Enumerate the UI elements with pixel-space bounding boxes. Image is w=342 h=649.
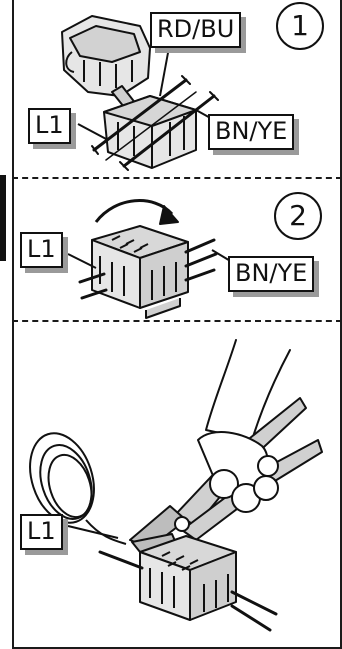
step-1-badge: 1 xyxy=(276,2,324,50)
callout-l1-panel-1: L1 xyxy=(28,108,71,144)
callout-l1-panel-3: L1 xyxy=(20,514,63,550)
closed-connector-illustration xyxy=(92,201,188,318)
callout-bn-ye-panel-1: BN/YE xyxy=(208,114,294,150)
step-2-badge: 2 xyxy=(274,192,322,240)
callout-rd-bu: RD/BU xyxy=(150,12,241,48)
hand-with-wire-cutter-icon xyxy=(130,340,322,552)
callout-bn-ye-panel-2: BN/YE xyxy=(228,256,314,292)
connector-panel-3-illustration xyxy=(140,536,236,620)
callout-l1-panel-2: L1 xyxy=(20,232,63,268)
